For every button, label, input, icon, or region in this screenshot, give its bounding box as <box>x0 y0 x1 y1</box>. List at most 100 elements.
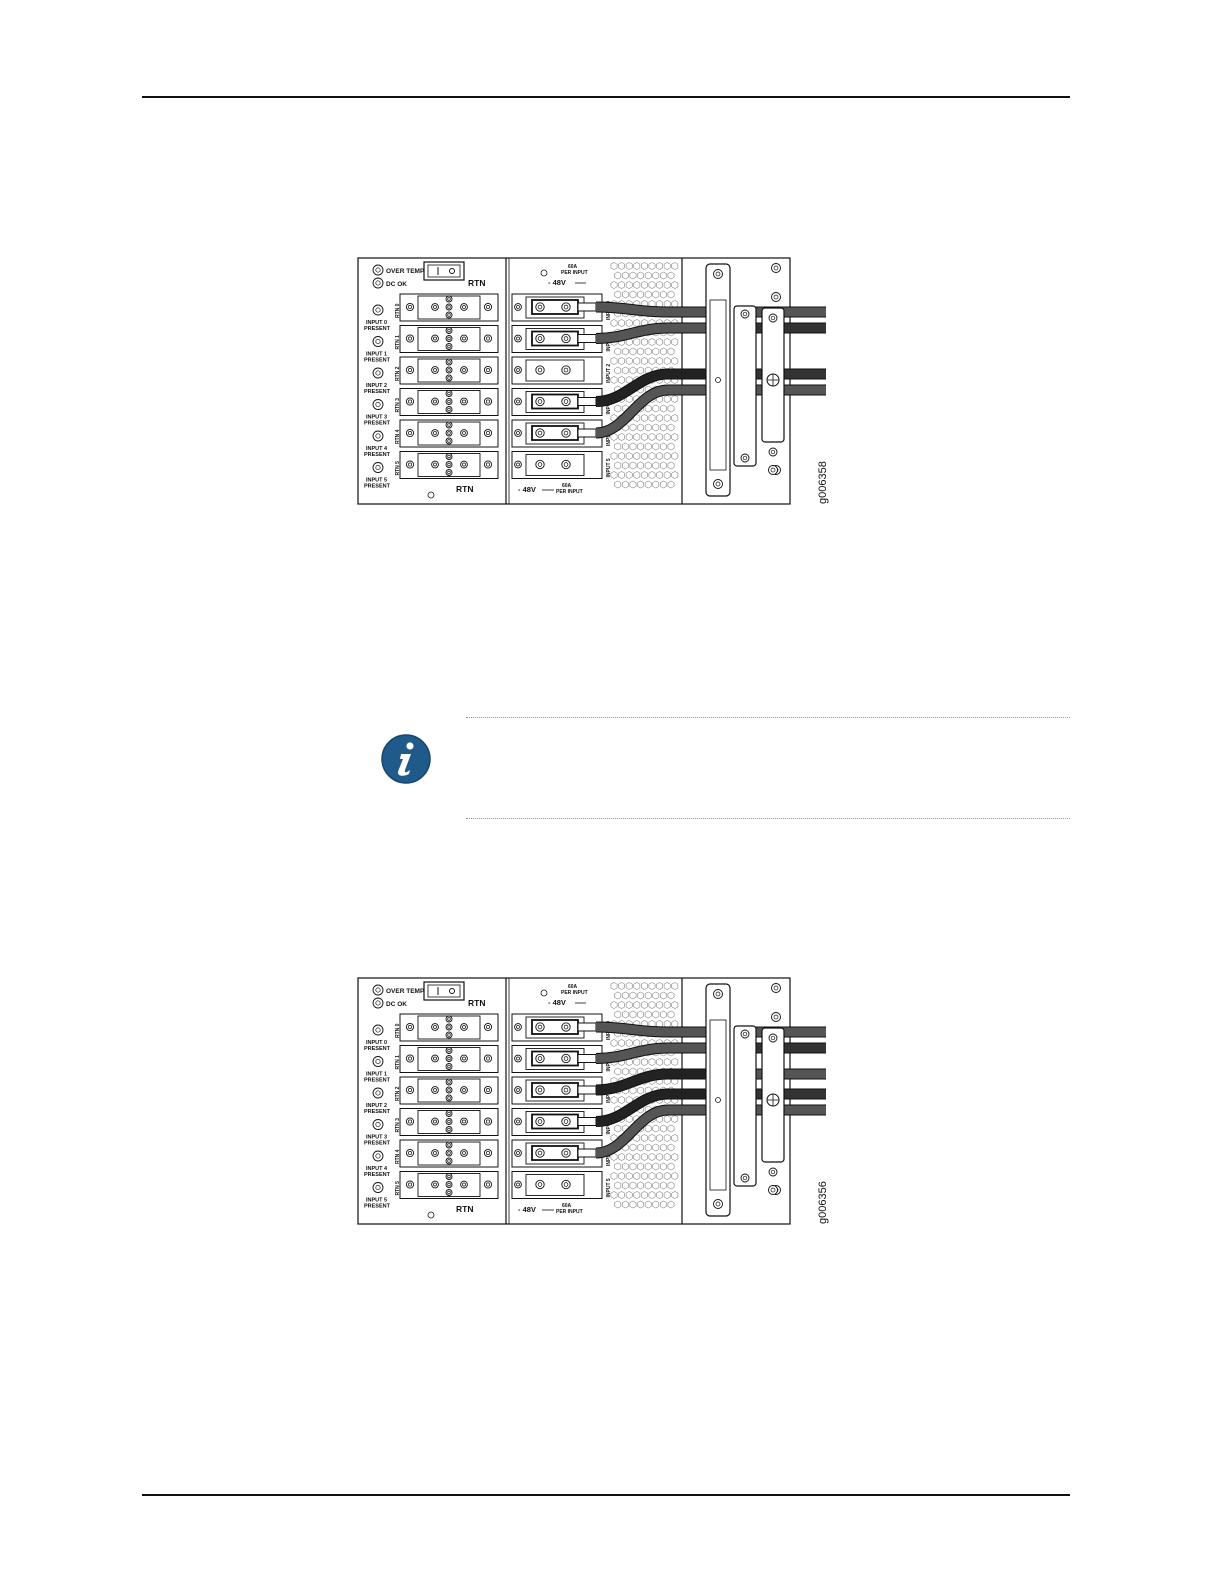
vent-hole <box>671 1134 679 1142</box>
vent-hole <box>629 347 637 356</box>
vent-hole <box>660 404 667 413</box>
vent-hole <box>648 1172 656 1180</box>
screw-head <box>773 294 779 300</box>
vent-hole <box>671 452 679 460</box>
led-ring <box>375 401 381 408</box>
led-ring <box>375 464 381 471</box>
vent-hole <box>671 414 679 422</box>
vent-hole <box>663 1172 671 1180</box>
vent-hole <box>644 461 652 470</box>
dc-ok-led <box>372 997 384 1009</box>
screw <box>445 1149 453 1157</box>
screw-head <box>563 336 569 341</box>
vent-hole <box>641 357 648 365</box>
screw-head <box>462 1088 466 1092</box>
input-label: INPUT 5 <box>606 458 612 477</box>
screw-head <box>447 454 451 459</box>
screw <box>431 303 439 311</box>
screw <box>713 479 723 489</box>
led-ring <box>375 307 381 313</box>
screw <box>460 334 468 343</box>
vent-hole <box>633 262 641 270</box>
vent-hole <box>622 442 629 451</box>
info-icon <box>381 734 431 784</box>
vent-hole <box>614 1181 622 1190</box>
screw-head <box>770 467 776 473</box>
input-present-led <box>372 462 384 473</box>
vent-hole <box>671 262 679 270</box>
screw <box>514 1054 522 1063</box>
screw-head <box>447 1033 451 1037</box>
vent-hole <box>644 1200 652 1209</box>
vent-hole <box>660 1162 667 1171</box>
power-switch-rocker <box>427 264 461 278</box>
screw <box>431 1023 439 1031</box>
vent-hole <box>610 452 618 460</box>
vent-hole <box>637 1162 644 1171</box>
vent-hole <box>671 281 679 289</box>
bracket-channel <box>709 1019 727 1191</box>
present-label: PRESENT <box>364 1141 391 1147</box>
screw-head <box>486 368 490 372</box>
vent-hole <box>660 1010 667 1019</box>
screw <box>460 429 468 437</box>
voltage-label-top: - 48V <box>548 278 566 287</box>
vent-hole <box>667 461 675 470</box>
vent-hole <box>614 347 622 356</box>
power-cable <box>595 323 728 343</box>
screw <box>431 429 439 437</box>
screw <box>713 1199 723 1209</box>
vent-hole <box>622 480 629 489</box>
vent-hole <box>625 357 633 365</box>
vent-hole <box>648 1134 656 1142</box>
screw-head <box>516 1025 520 1029</box>
screw-head <box>537 1087 543 1093</box>
screw-head <box>563 1024 569 1030</box>
vent-hole <box>633 982 641 990</box>
vent-hole <box>656 471 663 479</box>
screw <box>561 396 571 407</box>
bracket-hole <box>715 1097 721 1103</box>
screw-head <box>715 271 721 277</box>
screw-head <box>742 1175 748 1181</box>
screw-head <box>770 1169 776 1175</box>
cable-bracket <box>705 983 785 1217</box>
screw-head <box>447 336 451 341</box>
screw <box>535 428 545 438</box>
vent-hole <box>652 1200 660 1209</box>
per-input-label-bottom: PER INPUT <box>556 489 583 495</box>
header-rule <box>142 96 1070 98</box>
vent-hole <box>633 1191 641 1199</box>
screw <box>535 1148 545 1158</box>
screw-head <box>433 1025 437 1029</box>
rating-label-top: 60A <box>568 264 578 270</box>
screw-head <box>486 305 490 309</box>
lug-barrel <box>577 397 597 406</box>
vent-hole <box>610 357 618 365</box>
over-temp-label: OVER TEMP. <box>386 268 425 275</box>
vent-hole <box>629 1067 637 1076</box>
screw-head <box>447 1182 451 1187</box>
vent-hole <box>614 480 622 489</box>
indicator-hole <box>427 1211 435 1219</box>
screw-head <box>447 391 451 396</box>
screw-head <box>462 305 466 309</box>
screw <box>740 1029 750 1039</box>
rtn-label-bottom: RTN <box>456 484 473 494</box>
screw-head <box>563 367 569 373</box>
vent-hole <box>667 1200 675 1209</box>
vent-hole <box>667 347 675 356</box>
indicator-hole <box>540 269 548 277</box>
vent-hole <box>629 366 637 375</box>
screw-head <box>715 1201 721 1207</box>
vent-hole <box>637 290 644 299</box>
screw <box>535 1116 545 1127</box>
screw-head <box>447 1017 451 1021</box>
vent-hole <box>618 281 625 289</box>
screw <box>445 1094 453 1102</box>
screw-head <box>770 1035 776 1041</box>
